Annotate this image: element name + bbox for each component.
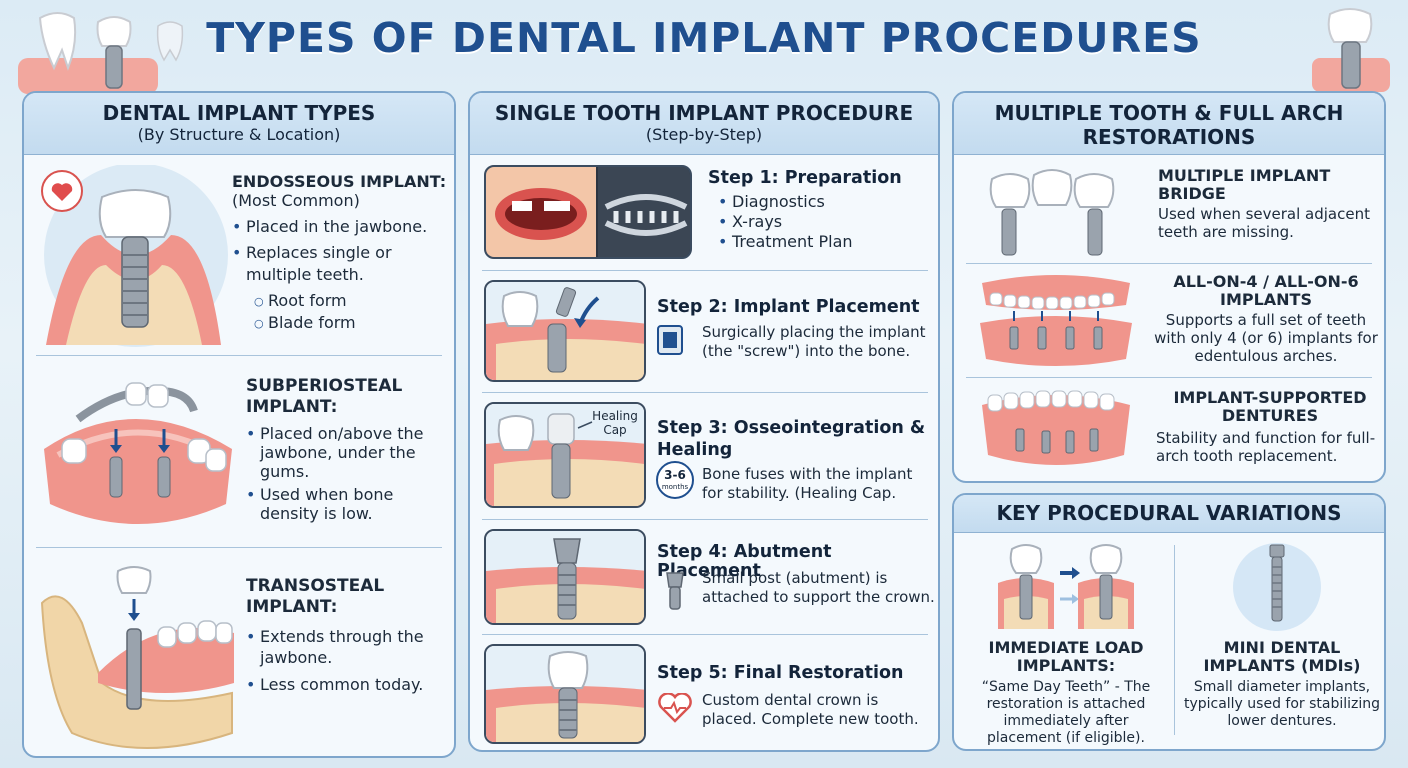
step3-image-label: Healing Cap xyxy=(592,409,638,437)
panel-header: MULTIPLE TOOTH & FULL ARCH RESTORATIONS xyxy=(954,93,1384,155)
all-on-4-illustration xyxy=(980,275,1132,366)
mini-implant-text: Small diameter implants, typically used … xyxy=(1183,679,1381,729)
heart-pulse-icon xyxy=(658,693,692,723)
subperiosteal-block: SUBPERIOSTEAL IMPLANT: Placed on/above t… xyxy=(246,376,446,523)
xray-icon xyxy=(657,325,683,355)
panel-single-tooth: SINGLE TOOTH IMPLANT PROCEDURE (Step-by-… xyxy=(468,91,940,752)
page-title: TYPES OF DENTAL IMPLANT PROCEDURES xyxy=(206,14,1202,62)
transosteal-title: TRANSOSTEAL IMPLANT: xyxy=(246,576,385,617)
step2-text: Surgically placing the implant (the "scr… xyxy=(702,323,926,360)
endosseous-illustration xyxy=(41,165,228,347)
denture-illustration xyxy=(982,390,1130,465)
transosteal-bullet: Less common today. xyxy=(246,674,446,695)
panel-subheading: (By Structure & Location) xyxy=(137,125,341,144)
mini-implant-title: MINI DENTAL IMPLANTS (MDIs) xyxy=(1203,638,1361,675)
corner-implant-illustration xyxy=(1312,8,1390,92)
step4-text: Small post (abutment) is attached to sup… xyxy=(702,569,935,606)
divider xyxy=(482,634,928,635)
denture-text: Stability and function for full-arch too… xyxy=(1156,429,1376,465)
divider xyxy=(482,392,928,393)
panel-variations: KEY PROCEDURAL VARIATIONS IMMEDIATE LOAD… xyxy=(952,493,1386,751)
divider xyxy=(966,377,1372,378)
step1-image xyxy=(484,165,692,259)
panel-multiple-tooth: MULTIPLE TOOTH & FULL ARCH RESTORATIONS … xyxy=(952,91,1386,483)
panel-heading: MULTIPLE TOOTH & FULL ARCH RESTORATIONS xyxy=(994,101,1344,149)
corner-teeth-illustration xyxy=(18,12,184,94)
step5-text: Custom dental crown is placed. Complete … xyxy=(702,691,919,728)
endosseous-note: (Most Common) xyxy=(232,191,360,210)
divider xyxy=(36,547,442,548)
mini-implant-block: MINI DENTAL IMPLANTS (MDIs) Small diamet… xyxy=(1180,639,1384,730)
divider xyxy=(482,270,928,271)
bridge-illustration xyxy=(989,169,1115,256)
endosseous-sub-bullet: Root form xyxy=(232,290,450,313)
step1-bullet: X-rays xyxy=(718,212,928,232)
divider xyxy=(1174,545,1175,735)
step5-block: Step 5: Final Restoration xyxy=(657,664,937,683)
mini-implant-illustration xyxy=(1233,543,1321,631)
step-title: Step 5: Final Restoration xyxy=(657,663,904,683)
denture-block: IMPLANT-SUPPORTED DENTURES Stability and… xyxy=(1156,388,1384,466)
step3-image xyxy=(484,402,646,508)
subperiosteal-illustration xyxy=(44,382,232,524)
panel-implant-types: DENTAL IMPLANT TYPES (By Structure & Loc… xyxy=(22,91,456,758)
step1-bullet: Treatment Plan xyxy=(718,232,928,252)
immediate-load-illustration xyxy=(998,544,1134,629)
panel-header: SINGLE TOOTH IMPLANT PROCEDURE (Step-by-… xyxy=(470,93,938,155)
step3-text: Bone fuses with the implant for stabilit… xyxy=(702,465,913,502)
all-on-4-title: ALL-ON-4 / ALL-ON-6 IMPLANTS xyxy=(1173,272,1359,309)
endosseous-block: ENDOSSEOUS IMPLANT: (Most Common) Placed… xyxy=(232,172,450,335)
step2-image xyxy=(484,280,646,382)
immediate-load-text: “Same Day Teeth” - The restoration is at… xyxy=(981,679,1151,746)
panel-heading: SINGLE TOOTH IMPLANT PROCEDURE xyxy=(494,101,914,125)
all-on-4-text: Supports a full set of teeth with only 4… xyxy=(1154,311,1378,365)
denture-title: IMPLANT-SUPPORTED DENTURES xyxy=(1173,388,1367,425)
bridge-block: MULTIPLE IMPLANT BRIDGE Used when severa… xyxy=(1158,166,1380,242)
step5-image xyxy=(484,644,646,744)
immediate-load-block: IMMEDIATE LOAD IMPLANTS: “Same Day Teeth… xyxy=(966,639,1166,747)
step2-block: Step 2: Implant Placement xyxy=(657,298,937,317)
subperiosteal-bullet: Used when bone density is low. xyxy=(246,485,446,523)
step-title: Step 1: Preparation xyxy=(708,168,902,188)
subperiosteal-title: SUBPERIOSTEAL IMPLANT: xyxy=(246,376,403,417)
divider xyxy=(966,263,1372,264)
divider xyxy=(482,519,928,520)
immediate-load-title: IMMEDIATE LOAD IMPLANTS: xyxy=(988,638,1144,675)
endosseous-bullet: Placed in the jawbone. xyxy=(232,216,450,238)
all-on-4-block: ALL-ON-4 / ALL-ON-6 IMPLANTS Supports a … xyxy=(1150,272,1382,366)
step-title: Step 2: Implant Placement xyxy=(657,297,920,317)
step1-bullet: Diagnostics xyxy=(718,192,928,212)
step3-block: Step 3: Osseointegration & Healing xyxy=(657,417,932,461)
endosseous-title: ENDOSSEOUS IMPLANT: xyxy=(232,172,447,191)
transosteal-bullet: Extends through the jawbone. xyxy=(246,626,446,668)
step1-block: Step 1: Preparation Diagnostics X-rays T… xyxy=(708,168,928,253)
transosteal-illustration xyxy=(40,566,234,749)
panel-heading: DENTAL IMPLANT TYPES xyxy=(102,101,376,125)
duration-badge-number: 3-6 xyxy=(664,468,686,482)
divider xyxy=(36,355,442,356)
panel-subheading: (Step-by-Step) xyxy=(645,125,763,144)
endosseous-sub-bullet: Blade form xyxy=(232,312,450,335)
step4-image xyxy=(484,529,646,625)
step-title: Step 3: Osseointegration & Healing xyxy=(657,418,926,460)
duration-badge: 3-6 months xyxy=(656,461,694,499)
transosteal-block: TRANSOSTEAL IMPLANT: Extends through the… xyxy=(246,576,446,695)
panel-header: KEY PROCEDURAL VARIATIONS xyxy=(954,495,1384,533)
bridge-text: Used when several adjacent teeth are mis… xyxy=(1158,205,1370,241)
bridge-title: MULTIPLE IMPLANT BRIDGE xyxy=(1158,166,1331,203)
panel-header: DENTAL IMPLANT TYPES (By Structure & Loc… xyxy=(24,93,454,155)
abutment-icon xyxy=(666,572,684,610)
panel-heading: KEY PROCEDURAL VARIATIONS xyxy=(996,501,1342,525)
subperiosteal-bullet: Placed on/above the jawbone, under the g… xyxy=(246,424,446,481)
endosseous-bullet: Replaces single or multiple teeth. xyxy=(232,242,450,286)
duration-badge-unit: months xyxy=(661,483,689,491)
